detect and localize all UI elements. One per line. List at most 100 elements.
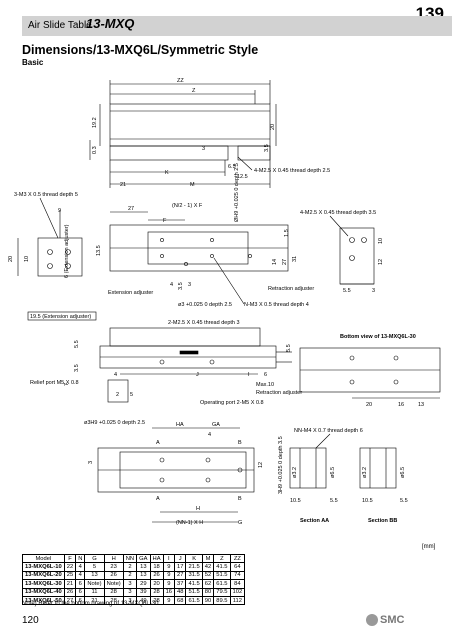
callout-operating-port: Operating port 2-M5 X 0.8 — [200, 400, 264, 406]
dim-12-5: 12.5 — [237, 174, 248, 180]
header-band — [22, 16, 452, 36]
table-cell: 41.5 — [185, 579, 203, 589]
col-header: G — [84, 553, 105, 564]
end-view-left — [37, 237, 83, 277]
table-cell: 49 — [136, 595, 151, 606]
table-header-row: Model F N G H NN GA HA I J K M Z ZZ — [22, 553, 246, 564]
table-cell: 17 — [174, 562, 187, 572]
bottom-view: ø3H9 +0.025 0 depth 2.5 HA GA 4 A B 3 12… — [84, 420, 408, 526]
dim-31: 31 — [292, 256, 298, 262]
table-cell: 16 — [162, 587, 176, 597]
table-cell: Note) — [103, 579, 124, 589]
table-cell: 51.5 — [213, 570, 231, 581]
dim-19-2: 19.2 — [92, 117, 98, 128]
callout-19-5-extension: 19.5 (Extension adjuster) — [30, 314, 91, 320]
section-aa-label: Section AA — [300, 518, 329, 524]
callout-4-m2-5-depth-3-5: 4-M2.5 X 0.45 thread depth 3.5 — [300, 210, 376, 216]
col-header: GA — [136, 553, 151, 564]
header-series: 13-MXQ — [86, 16, 135, 31]
callout-box-19-5 — [27, 311, 97, 321]
dim-27: 27 — [128, 206, 134, 212]
dim-3-5-mid: 3.5 — [178, 282, 184, 290]
table-cell: 25 — [63, 570, 77, 581]
table-cell: 27 — [174, 570, 187, 581]
table-cell: 68 — [174, 595, 187, 606]
dim-5-5-b: 5.5 — [400, 498, 408, 504]
table-cell: 9 — [162, 570, 176, 581]
dim-0-3: 0.3 — [92, 146, 98, 154]
dim-5-5-side: 5.5 — [74, 340, 80, 348]
table-cell: 6 — [75, 595, 86, 606]
callout-extension-adjuster-6: 6 (Extension adjuster) — [64, 224, 70, 278]
front-view: 3-M3 X 0.5 thread depth 5 9 20 6 (Extens… — [8, 163, 384, 321]
dim-zz: ZZ — [177, 78, 184, 84]
table-note: Note) Refer to the bottom drawing of 13-… — [22, 601, 161, 607]
table-cell: 22 — [63, 562, 77, 572]
table-cell: 9 — [162, 595, 176, 606]
model-cell: 13-MXQ6L-20 — [22, 570, 65, 581]
smc-logo-icon — [366, 614, 378, 626]
table-cell: 2 — [122, 562, 138, 572]
callout-oh9-depth-2-5: ØH9 +0.025 0 depth 2.5 — [234, 163, 240, 222]
dim-i: I — [248, 372, 250, 378]
table-cell: 26 — [149, 570, 164, 581]
callout-4-m2-5-depth-2-5: 4-M2.5 X 0.45 thread depth 2.5 — [254, 168, 330, 174]
col-header: HA — [149, 553, 164, 564]
dim-21: 21 — [120, 182, 126, 188]
callout-o3-depth-2-5: ø3 +0.025 0 depth 2.5 — [178, 302, 232, 308]
table-cell: 3 — [122, 579, 138, 589]
dim-4-bottom: 4 — [208, 432, 211, 438]
dim-k: K — [165, 170, 169, 176]
table-cell: 9 — [162, 562, 176, 572]
col-header: K — [185, 553, 203, 564]
table-cell: 6 — [75, 587, 86, 597]
side-view-table — [109, 327, 261, 347]
dim-10-5-a: 10.5 — [290, 498, 301, 504]
dim-4-side: 4 — [114, 372, 117, 378]
table-unit: [mm] — [422, 544, 436, 550]
dim-13-bottom: 13 — [418, 402, 424, 408]
dim-3: 3 — [202, 146, 205, 152]
table-cell: Note) — [84, 579, 105, 589]
table-cell: 51.5 — [185, 587, 203, 597]
callout-2-m2-5-depth-3: 2-M2.5 X 0.45 thread depth 3 — [168, 320, 240, 326]
table-cell: 21.5 — [185, 562, 203, 572]
subtitle: Basic — [22, 58, 44, 67]
header-label: Air Slide Table — [28, 20, 92, 31]
table-cell: 20 — [149, 579, 164, 589]
dim-14: 14 — [272, 259, 278, 265]
col-header: N — [75, 553, 86, 564]
callout-retraction-adjuster: Retraction adjuster — [268, 286, 314, 292]
section-mark-b-top: B — [238, 440, 242, 446]
dim-10-left: 10 — [24, 256, 30, 262]
table-cell: 4 — [75, 570, 86, 581]
table-cell: 64 — [229, 562, 246, 572]
table-cell: 74 — [229, 570, 246, 581]
table-cell: 42 — [201, 562, 215, 572]
table-cell: 112 — [229, 595, 246, 606]
dim-5-5-a: 5.5 — [330, 498, 338, 504]
section-title: Dimensions/13-MXQ6L/Symmetric Style — [22, 43, 259, 57]
table-cell: 26 — [103, 570, 124, 581]
table-cell: 13 — [136, 570, 151, 581]
table-cell: 5 — [84, 562, 105, 572]
table-cell: 29 — [136, 579, 151, 589]
table-cell: 21 — [63, 579, 77, 589]
table-cell: 9 — [162, 579, 176, 589]
dim-12-bottom: 12 — [258, 462, 264, 468]
top-view-body — [109, 103, 271, 147]
dim-20-left: 20 — [8, 256, 14, 262]
col-header: Z — [213, 553, 231, 564]
col-header: NN — [122, 553, 138, 564]
section-aa-drawing — [289, 447, 327, 489]
dim-3-right: 3 — [372, 288, 375, 294]
dim-ha: HA — [176, 422, 184, 428]
dim-h: H — [196, 506, 200, 512]
table-cell: 41.5 — [213, 562, 231, 572]
table-cell: 61.5 — [185, 595, 203, 606]
